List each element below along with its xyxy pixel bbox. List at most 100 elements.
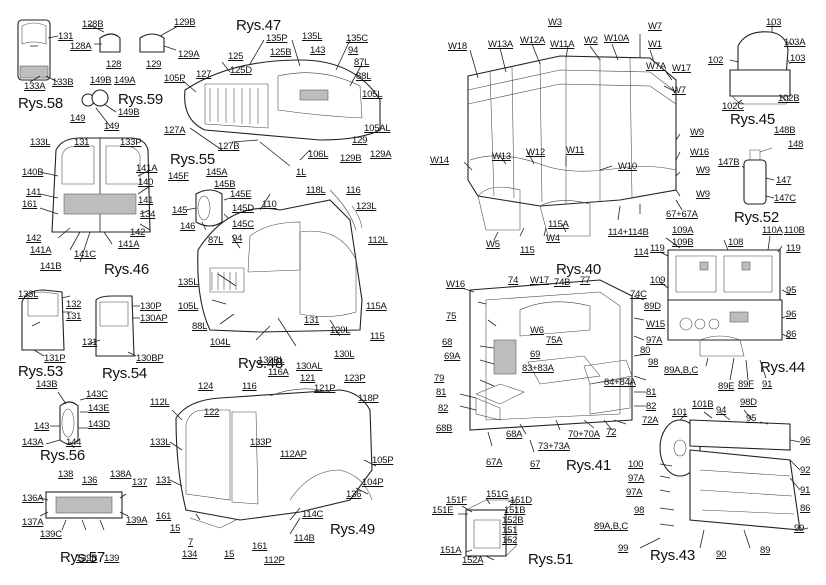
drawing-rys-49 [169,388,377,535]
part-label: 129A [178,49,200,60]
part-label: 67A [486,457,503,468]
part-label: 77 [580,275,591,286]
part-label: 133L [18,289,39,300]
part-label: W10 [618,161,637,172]
part-label: 141 [26,187,42,198]
part-label: 68A [506,429,523,440]
part-label: 130AP [140,313,168,324]
part-label: W7 [672,85,686,96]
part-label: 100 [628,459,644,470]
part-label: 88L [356,71,372,82]
part-label: 141C [74,249,96,260]
part-label: W11 [566,145,585,156]
part-label: 109B [672,237,694,248]
part-label: 82 [646,401,657,412]
part-label: 128A [70,41,92,52]
part-label: 131P [44,353,66,364]
part-label: 119 [650,243,665,254]
part-label: 82 [438,403,449,414]
part-label: 151G [486,489,509,500]
part-label: 148 [788,139,804,150]
drawing-rys-40 [463,34,683,241]
drawing-rys-59 [81,89,117,127]
figure-title-rys-43: Rys.43 [650,547,695,564]
part-label: 140B [22,167,44,178]
part-label: 133L [150,437,171,448]
part-label: 135P [266,33,288,44]
part-label: W13 [492,151,511,162]
part-label: 129B [340,153,362,164]
part-label: 73+73A [538,441,570,452]
part-label: W11A [550,39,575,50]
part-label: 148B [774,125,796,136]
part-label: 135L [178,277,199,288]
drawing-rys-45 [729,22,793,105]
part-label: 91 [800,485,811,496]
part-label: 104L [210,337,231,348]
part-label: 123P [344,373,366,384]
part-label: 151A [440,545,462,556]
part-label: 101 [672,407,688,418]
part-label: 145B [214,179,236,190]
part-label: 89 [760,545,771,556]
part-label: 129B [174,17,196,28]
part-label: 94 [348,45,359,56]
part-label: W9 [696,189,710,200]
part-label: 134 [140,209,156,220]
part-label: W9 [696,165,710,176]
drawing-rys-48 [197,189,363,347]
part-label: 105L [362,89,383,100]
part-label: 91 [762,379,773,390]
figure-title-rys-57: Rys.57 [60,549,105,566]
part-label: 75A [546,335,563,346]
part-label: 118L [306,185,326,196]
figure-title-rys-41: Rys.41 [566,457,611,474]
part-label: 115 [520,245,535,256]
part-label: 90 [716,549,727,560]
part-label: 128 [106,59,122,70]
part-label: 99 [618,543,629,554]
part-label: 142 [130,227,146,238]
part-label: 81 [436,387,447,398]
part-label: W14 [430,155,449,166]
part-label: 139A [126,515,148,526]
part-label: W13A [488,39,514,50]
part-label: 115 [370,331,385,342]
part-label: 131 [66,311,82,322]
part-label: W16 [690,147,709,158]
part-label: 112AP [280,449,307,460]
part-label: 72 [606,427,617,438]
part-label: 98D [740,397,757,408]
drawing-rys-41 [459,279,647,453]
part-label: 94 [716,405,727,416]
part-label: 84+84A [604,377,636,388]
part-label: W5 [486,239,500,250]
part-label: 130BP [136,353,164,364]
part-label: 119 [786,243,801,254]
part-label: W4 [546,233,560,244]
part-label: W15 [646,319,665,330]
part-label: 147B [718,157,740,168]
part-label: 127 [196,69,212,80]
part-label: 133A [24,81,46,92]
part-label: 88L [192,321,208,332]
part-label: 110B [784,225,805,236]
part-label: 102B [778,93,800,104]
drawing-rys-44 [659,235,791,381]
part-label: 145A [206,167,228,178]
part-label: 68B [436,423,453,434]
part-label: 130L [334,349,355,360]
part-label: 109A [672,225,694,236]
figure-title-rys-54: Rys.54 [102,365,147,382]
part-label: 89A,B,C [664,365,698,376]
part-label: 105L [178,301,199,312]
figure-title-rys-53: Rys.53 [18,363,63,380]
figure-title-rys-40: Rys.40 [556,261,601,278]
part-label: 133P [250,437,272,448]
part-label: 152 [502,535,518,546]
part-label: 114+114B [608,227,649,238]
part-label: 136 [346,489,362,500]
part-label: 143A [22,437,44,448]
part-label: 15 [224,549,235,560]
part-label: 128B [82,19,104,30]
